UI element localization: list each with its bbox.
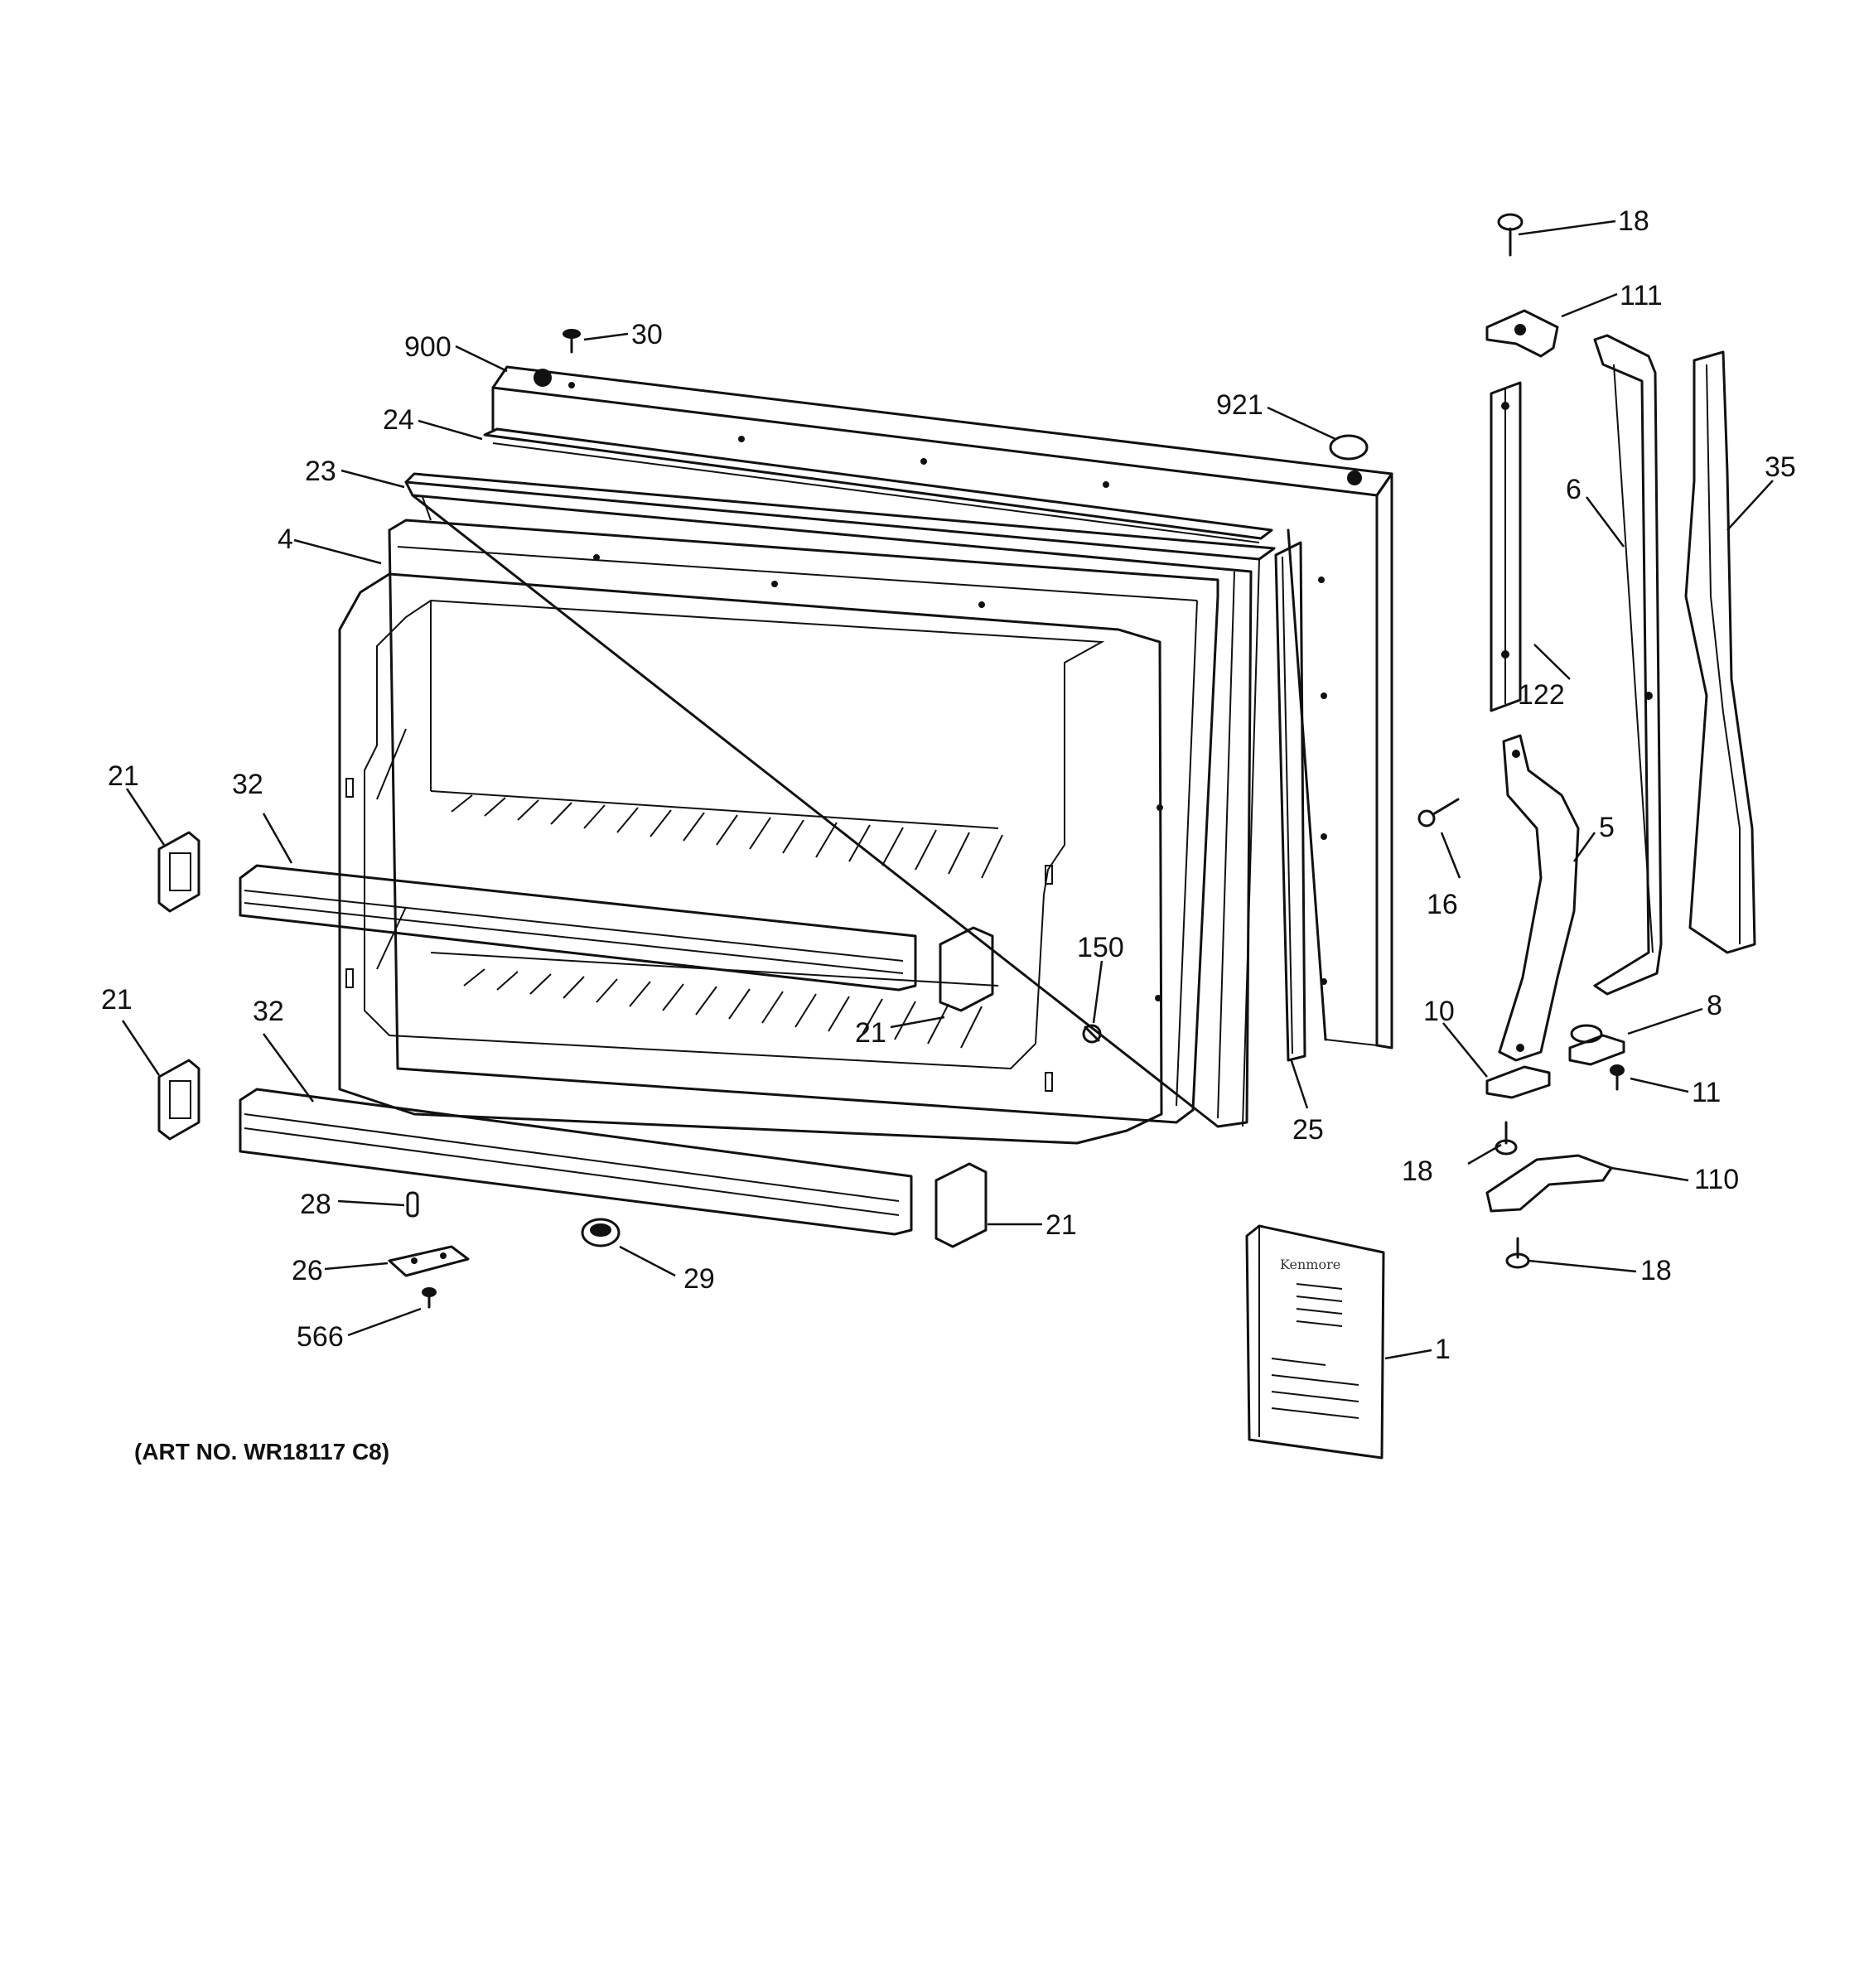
callout-21-left-upper: 21 — [108, 760, 139, 792]
callout-566: 566 — [297, 1321, 344, 1353]
callout-150: 150 — [1077, 932, 1124, 963]
callout-28: 28 — [300, 1189, 331, 1220]
callout-18-bottom: 18 — [1640, 1255, 1672, 1286]
callout-23: 23 — [305, 456, 336, 487]
callout-5: 5 — [1599, 812, 1615, 843]
shelf-end-cap-right-lower — [934, 1162, 988, 1248]
outer-door-panel — [491, 365, 1393, 1049]
callout-8: 8 — [1707, 990, 1722, 1021]
callout-24: 24 — [383, 404, 414, 436]
door-seal-strip — [1274, 541, 1306, 1062]
door-top-strip — [483, 427, 1273, 543]
pin-28 — [406, 1191, 419, 1218]
art-number: (ART NO. WR18117 C8) — [134, 1439, 389, 1464]
callout-11: 11 — [1692, 1077, 1721, 1108]
callout-10: 10 — [1423, 996, 1455, 1027]
hinge-bar-122 — [1490, 381, 1522, 712]
screw-18-top — [1497, 213, 1524, 257]
callout-110: 110 — [1694, 1164, 1739, 1195]
callout-32-upper: 32 — [232, 769, 263, 800]
hinge-cover-111 — [1485, 309, 1559, 358]
callout-18-mid: 18 — [1402, 1156, 1433, 1187]
callout-4: 4 — [278, 524, 293, 555]
callout-21-right-lower: 21 — [1045, 1209, 1077, 1241]
manual-cover-text: Kenmore — [1280, 1257, 1340, 1272]
screw-30 — [563, 329, 581, 354]
hinge-plate-26 — [388, 1245, 470, 1277]
door-gasket — [404, 472, 1276, 1128]
hole-plug-921 — [1329, 434, 1369, 461]
shelf-end-cap-right-upper — [939, 926, 994, 1012]
shelf-end-cap-left-upper — [157, 831, 200, 913]
callout-900: 900 — [404, 331, 452, 363]
shelf-end-cap-left-lower — [157, 1059, 200, 1141]
shelf-bar-upper — [239, 864, 917, 992]
plug-button-29 — [581, 1218, 621, 1247]
callout-18-top: 18 — [1618, 205, 1649, 237]
hinge-shim-10 — [1485, 1065, 1551, 1099]
hinge-bracket-6 — [1593, 334, 1663, 996]
callout-921: 921 — [1216, 389, 1263, 421]
callout-21-right-upper: 21 — [855, 1017, 886, 1049]
screw-18-mid — [1495, 1121, 1518, 1156]
screw-18-bottom — [1505, 1237, 1530, 1269]
shelf-bar-lower — [239, 1088, 913, 1236]
callout-30: 30 — [631, 319, 663, 350]
hinge-5 — [1498, 734, 1580, 1062]
callout-122: 122 — [1518, 679, 1565, 711]
hinge-plate-8 — [1568, 1024, 1625, 1066]
screw-16 — [1417, 798, 1460, 828]
leader-lines — [121, 220, 1774, 1360]
callout-21-left-lower: 21 — [101, 984, 133, 1016]
callout-35: 35 — [1765, 451, 1796, 483]
screw-11 — [1610, 1064, 1625, 1091]
callout-labels: 18 111 30 900 921 24 23 35 6 4 122 21 32… — [101, 205, 1796, 1365]
callout-111: 111 — [1620, 280, 1663, 311]
inner-door-frame — [388, 519, 1219, 1124]
screw-566 — [422, 1287, 437, 1309]
owners-manual: Kenmore — [1245, 1224, 1385, 1460]
callout-6: 6 — [1566, 474, 1582, 505]
hinge-110 — [1485, 1154, 1613, 1213]
callout-29: 29 — [683, 1263, 715, 1295]
callout-1: 1 — [1435, 1334, 1451, 1365]
door-stop-150 — [1082, 1024, 1102, 1044]
door-liner — [338, 572, 1163, 1145]
callout-25: 25 — [1292, 1114, 1324, 1146]
hinge-trim-35 — [1684, 350, 1756, 954]
callout-32-lower: 32 — [253, 996, 284, 1027]
callout-26: 26 — [292, 1255, 323, 1286]
callout-16: 16 — [1427, 889, 1458, 920]
